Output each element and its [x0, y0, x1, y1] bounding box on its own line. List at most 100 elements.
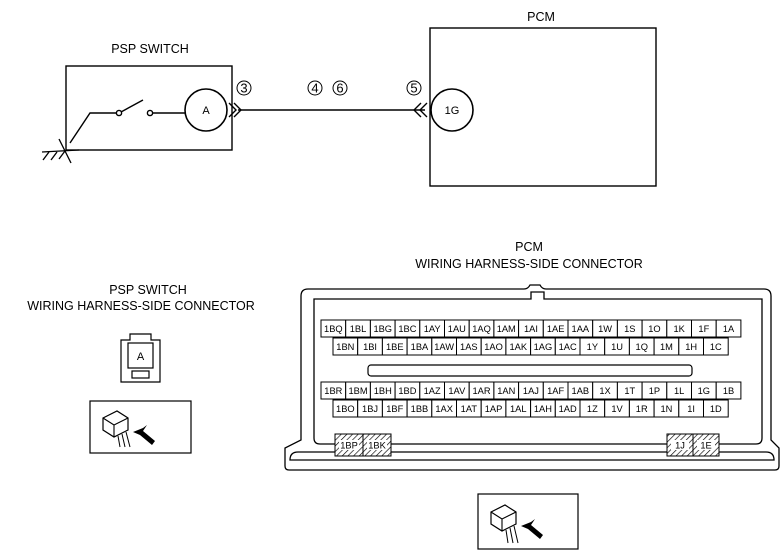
pcm-terminal-label: 1G [445, 105, 460, 117]
pin-cell: 1G [691, 381, 717, 400]
pin-label: 1BN [336, 342, 354, 352]
pin-label: 1BO [336, 404, 355, 414]
pin-cell: 1F [691, 319, 717, 338]
pin-cell: 1AO [480, 337, 507, 356]
pin-label: 1AU [448, 324, 466, 334]
pin-cell: 1AM [493, 319, 520, 338]
pcm-connector-title-2: WIRING HARNESS-SIDE CONNECTOR [415, 257, 643, 271]
psp-terminal-label: A [202, 105, 210, 117]
pin-cell: 1AJ [518, 381, 544, 400]
pcm-connector-title-1: PCM [515, 240, 543, 254]
pin-cell: 1AE [542, 319, 569, 338]
callout-3: 3 [236, 80, 252, 96]
pin-cell: 1Q [628, 337, 655, 356]
pin-cell: 1B [715, 381, 742, 400]
pin-cell: 1AD [554, 399, 581, 418]
pin-label: 1AE [547, 324, 565, 334]
svg-text:3: 3 [240, 81, 247, 96]
connector-chevron-left [228, 102, 242, 118]
pin-cell: 1E [692, 433, 720, 457]
pin-cell: 1M [653, 337, 680, 356]
pin-label: 1AQ [472, 324, 491, 334]
pin-label: 1BI [363, 342, 377, 352]
pin-cell: 1BH [369, 381, 396, 400]
pcm-terminal-circle [430, 88, 474, 132]
psp-connector-face [120, 333, 161, 383]
pin-cell: 1N [653, 399, 680, 418]
pin-cell: 1AY [419, 319, 445, 338]
pin-cell: 1BA [406, 337, 433, 356]
pin-cell: 1H [678, 337, 704, 356]
pin-cell: 1BR [320, 381, 347, 400]
psp-connector-title-1: PSP SWITCH [109, 283, 187, 297]
pin-cell: 1Z [579, 399, 606, 418]
pin-label: 1A [723, 324, 735, 334]
pin-label: 1C [710, 342, 722, 352]
pin-cell: 1AL [505, 399, 532, 418]
pin-cell: 1AA [567, 319, 594, 338]
pin-cell: 1AH [530, 399, 556, 418]
pin-label: 1K [673, 324, 685, 334]
pin-label: 1BG [373, 324, 392, 334]
connector-chevron-right [413, 102, 428, 118]
pin-cell: 1BE [381, 337, 408, 356]
pin-label: 1AG [534, 342, 553, 352]
pin-label: 1AX [435, 404, 453, 414]
pin-label: 1AL [510, 404, 527, 414]
pin-cell: 1AI [518, 319, 544, 338]
pin-label: 1AO [484, 342, 503, 352]
pin-cell: 1AW [431, 337, 457, 356]
pin-label: 1BD [398, 386, 416, 396]
pin-label: 1BE [386, 342, 404, 352]
psp-switch-title: PSP SWITCH [111, 42, 189, 56]
pin-label: 1BK [368, 440, 386, 450]
pin-label: 1F [698, 324, 709, 334]
pin-label: 1AM [497, 324, 516, 334]
pin-label: 1AH [534, 404, 552, 414]
view-direction-icon [89, 400, 192, 454]
pin-label: 1Y [587, 342, 598, 352]
pin-label: 1BH [374, 386, 392, 396]
pin-label: 1BJ [362, 404, 378, 414]
pin-cell: 1BK [362, 433, 392, 457]
pin-cell: 1AN [493, 381, 520, 400]
psp-connector-terminal: A [137, 351, 145, 363]
pin-label: 1AW [434, 342, 454, 352]
pin-label: 1N [661, 404, 673, 414]
pin-label: 1AS [460, 342, 478, 352]
psp-connector-title-2: WIRING HARNESS-SIDE CONNECTOR [27, 299, 255, 313]
pin-cell: 1AG [530, 337, 556, 356]
pin-label: 1AN [497, 386, 515, 396]
pin-label: 1P [649, 386, 660, 396]
pin-label: 1H [685, 342, 697, 352]
pin-cell: 1AC [554, 337, 581, 356]
pin-label: 1Z [587, 404, 598, 414]
pin-cell: 1I [678, 399, 704, 418]
pin-label: 1J [675, 440, 685, 450]
pin-label: 1R [636, 404, 648, 414]
pin-cell: 1BC [394, 319, 421, 338]
pin-cell: 1AV [444, 381, 470, 400]
callout-5: 5 [406, 80, 422, 96]
pin-cell: 1AZ [419, 381, 445, 400]
pcm-connector-key-slot [367, 364, 693, 377]
switch-symbol [69, 99, 185, 144]
pin-cell: 1BG [369, 319, 396, 338]
callout-4: 4 [307, 80, 323, 96]
psp-switch-box [65, 65, 233, 151]
pin-cell: 1V [604, 399, 630, 418]
pin-label: 1AI [524, 324, 538, 334]
pin-label: 1AD [559, 404, 577, 414]
pin-label: 1I [687, 404, 695, 414]
pin-label: 1AV [448, 386, 466, 396]
pin-label: 1BQ [324, 324, 343, 334]
pin-cell: 1AX [431, 399, 457, 418]
pin-label: 1BA [411, 342, 429, 352]
pin-cell: 1U [604, 337, 630, 356]
pin-cell: 1AP [480, 399, 507, 418]
pin-cell: 1W [592, 319, 618, 338]
pin-label: 1G [698, 386, 710, 396]
pin-label: 1BL [350, 324, 367, 334]
pin-label: 1O [648, 324, 660, 334]
